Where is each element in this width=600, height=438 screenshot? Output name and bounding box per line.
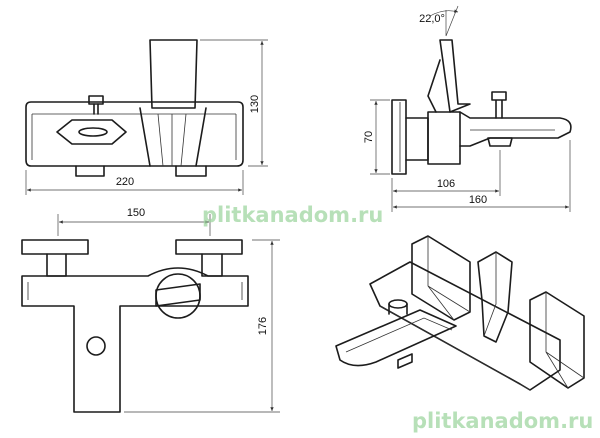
dim-front-height: 130	[249, 95, 261, 113]
dim-side-depth-b: 160	[469, 194, 487, 206]
dim-side-height: 70	[363, 131, 375, 143]
dim-top-depth: 176	[257, 317, 269, 335]
side-view	[370, 5, 572, 212]
watermark-bottom: plitkanadom.ru	[412, 409, 593, 433]
watermark-mid: plitkanadom.ru	[202, 203, 383, 227]
isometric-view	[335, 235, 585, 391]
dim-side-angle: 22,0°	[419, 13, 445, 25]
dim-top-center: 150	[127, 207, 145, 219]
dim-side-depth-a: 106	[437, 178, 455, 190]
top-view	[21, 214, 280, 413]
front-view	[25, 39, 268, 195]
dim-front-width: 220	[116, 176, 134, 188]
